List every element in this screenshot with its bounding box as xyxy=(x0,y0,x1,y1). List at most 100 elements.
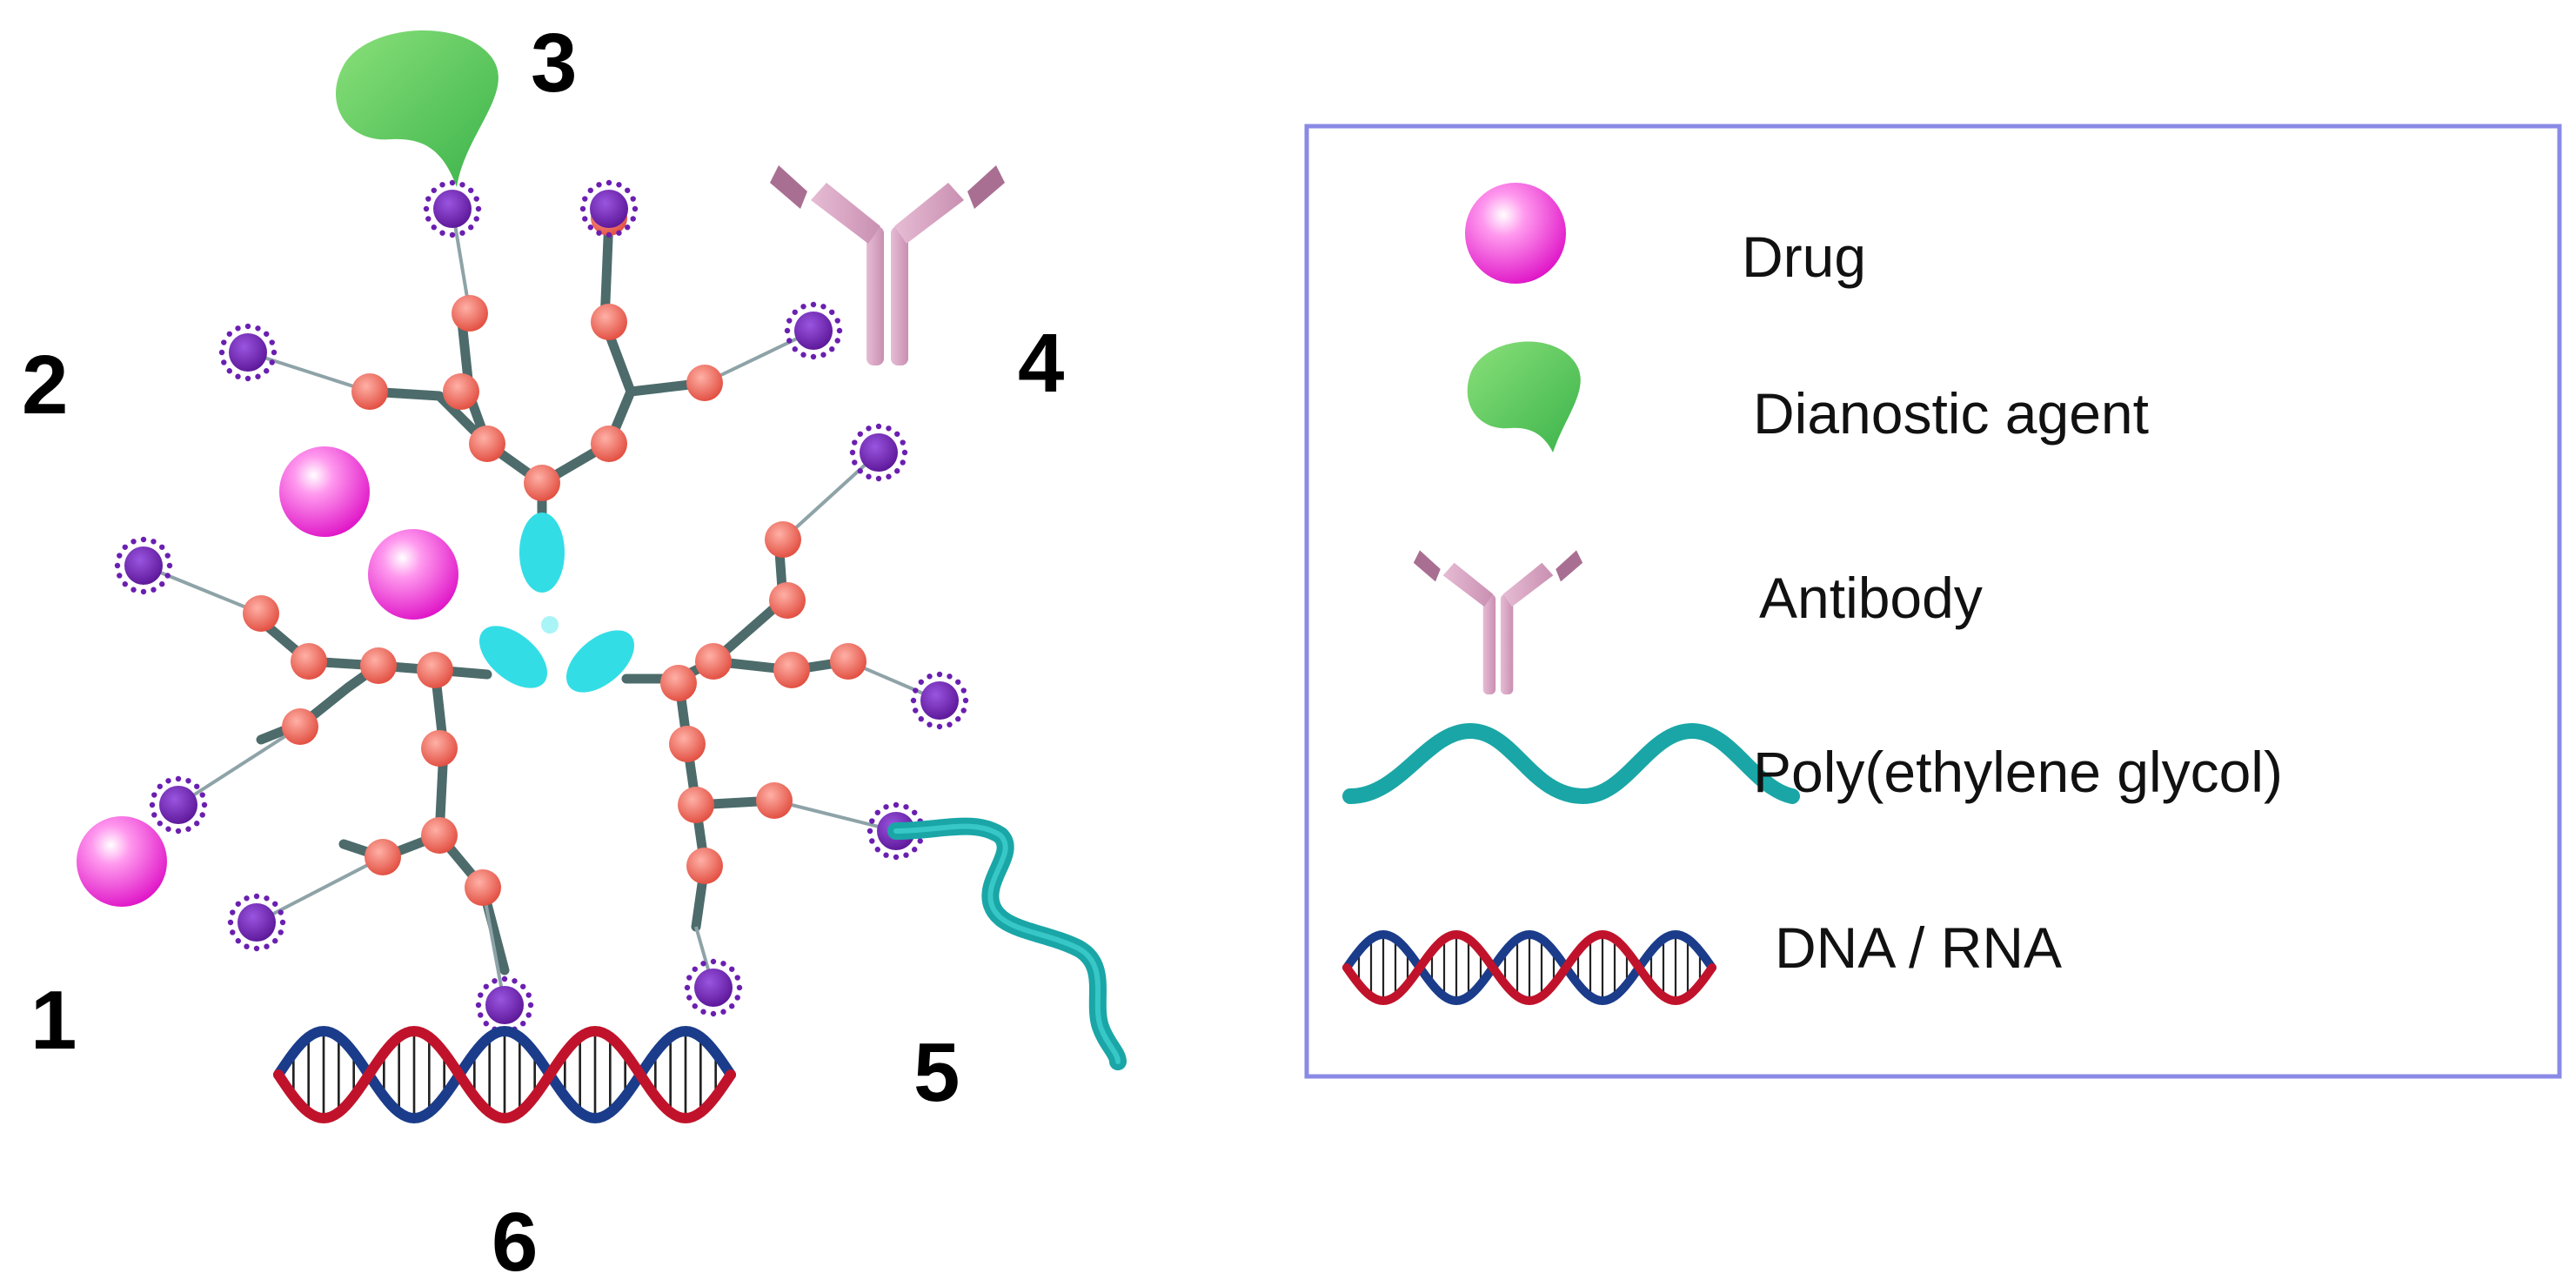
legend-label-drug: Drug xyxy=(1742,225,1866,289)
terminal-group xyxy=(227,893,286,952)
branch-node xyxy=(686,365,723,401)
dna-strand-blue xyxy=(273,1025,736,1124)
dendrimer-bonds xyxy=(247,212,853,975)
terminal-dot xyxy=(279,919,286,926)
terminal-dot xyxy=(525,1012,532,1018)
terminal-dot xyxy=(852,459,858,466)
core-center xyxy=(541,616,559,633)
branch-node xyxy=(465,869,501,906)
terminal-dot xyxy=(165,826,171,832)
terminal-dot xyxy=(117,573,123,579)
terminal-dot xyxy=(894,431,900,437)
terminal-link xyxy=(177,725,302,807)
terminal-dot xyxy=(875,423,882,430)
branch-node xyxy=(686,848,723,884)
terminal-dot xyxy=(886,473,892,479)
terminal-dot xyxy=(684,984,691,991)
terminal-dot xyxy=(834,338,840,344)
branch-node xyxy=(591,304,627,340)
dna-strand-red xyxy=(273,1025,736,1124)
terminal-dot xyxy=(423,205,430,212)
terminal-link xyxy=(773,799,897,833)
legend-diagnostic-agent-icon xyxy=(1467,341,1581,452)
terminal-dot xyxy=(439,230,445,236)
label-6: 6 xyxy=(492,1196,538,1287)
terminal-dot xyxy=(226,368,232,374)
legend-peg-icon xyxy=(1342,722,1800,805)
branch-node xyxy=(417,652,453,688)
terminal-dot xyxy=(947,674,953,680)
legend-label-dna: DNA / RNA xyxy=(1775,915,2062,980)
terminal-dot xyxy=(894,468,900,474)
terminal-dot xyxy=(272,938,278,944)
terminal-dot xyxy=(221,339,227,345)
terminal-dot xyxy=(117,553,123,559)
terminal-dot xyxy=(255,373,261,379)
terminal-dot xyxy=(734,995,740,1001)
terminal-dot xyxy=(700,961,706,967)
terminal-dot xyxy=(800,352,806,358)
branch-node xyxy=(591,426,627,462)
terminal-dot xyxy=(475,1002,482,1009)
terminal-group xyxy=(475,975,534,1035)
terminal-dot xyxy=(527,1002,534,1009)
terminal-dot xyxy=(255,325,261,332)
terminal-dot xyxy=(253,945,260,952)
terminal-dot xyxy=(883,804,889,810)
diagnostic-agent-attached xyxy=(336,30,498,187)
terminal-dot xyxy=(130,539,137,545)
terminal-dot xyxy=(874,809,880,815)
terminal-dot xyxy=(525,992,532,998)
legend-antibody-icon xyxy=(1413,550,1583,694)
terminal-dot xyxy=(475,205,482,212)
terminal-dot xyxy=(151,587,157,593)
terminal-dot xyxy=(810,353,817,360)
legend-dna-icon xyxy=(1342,929,1716,1006)
terminal-core xyxy=(485,986,524,1024)
terminal-dot xyxy=(520,1021,526,1027)
terminal-dot xyxy=(425,196,432,202)
terminal-dot xyxy=(917,838,923,844)
terminal-dot xyxy=(686,975,693,981)
terminal-dot xyxy=(606,179,612,186)
terminal-dot xyxy=(218,349,225,356)
terminal-dot xyxy=(630,216,636,222)
terminal-dot xyxy=(800,304,806,310)
terminal-dot xyxy=(151,539,157,545)
branch-node xyxy=(773,652,810,688)
branch-node xyxy=(291,643,327,680)
terminal-dot xyxy=(869,818,875,824)
terminal-dot xyxy=(473,196,479,202)
bond xyxy=(256,660,384,745)
terminal-dot xyxy=(157,783,163,789)
terminal-dot xyxy=(164,573,171,579)
terminal-dot xyxy=(960,707,967,714)
terminal-dot xyxy=(165,778,171,784)
terminal-dot xyxy=(893,854,900,861)
terminal-dot xyxy=(264,368,270,374)
terminal-dot xyxy=(278,909,284,915)
terminal-group xyxy=(579,179,639,238)
terminal-dot xyxy=(175,828,182,835)
terminal-dot xyxy=(810,301,817,308)
terminal-dot xyxy=(918,716,924,722)
terminal-core xyxy=(590,190,628,228)
terminal-group xyxy=(684,958,743,1017)
terminal-dot xyxy=(264,331,270,337)
terminal-dot xyxy=(230,929,236,935)
terminal-dot xyxy=(596,230,602,236)
legend-label-diagnostic-agent: Dianostic agent xyxy=(1753,381,2149,446)
terminal-dot xyxy=(253,893,260,900)
terminal-dot xyxy=(478,992,484,998)
terminal-dot xyxy=(852,439,858,446)
terminal-dot xyxy=(820,352,826,358)
terminal-link xyxy=(481,887,506,1006)
terminal-dot xyxy=(201,801,208,808)
terminal-dot xyxy=(151,792,157,798)
terminal-dot xyxy=(269,359,275,365)
terminal-dot xyxy=(264,943,270,949)
terminal-dot xyxy=(492,978,498,984)
terminal-dot xyxy=(520,983,526,989)
terminal-group xyxy=(849,423,908,482)
